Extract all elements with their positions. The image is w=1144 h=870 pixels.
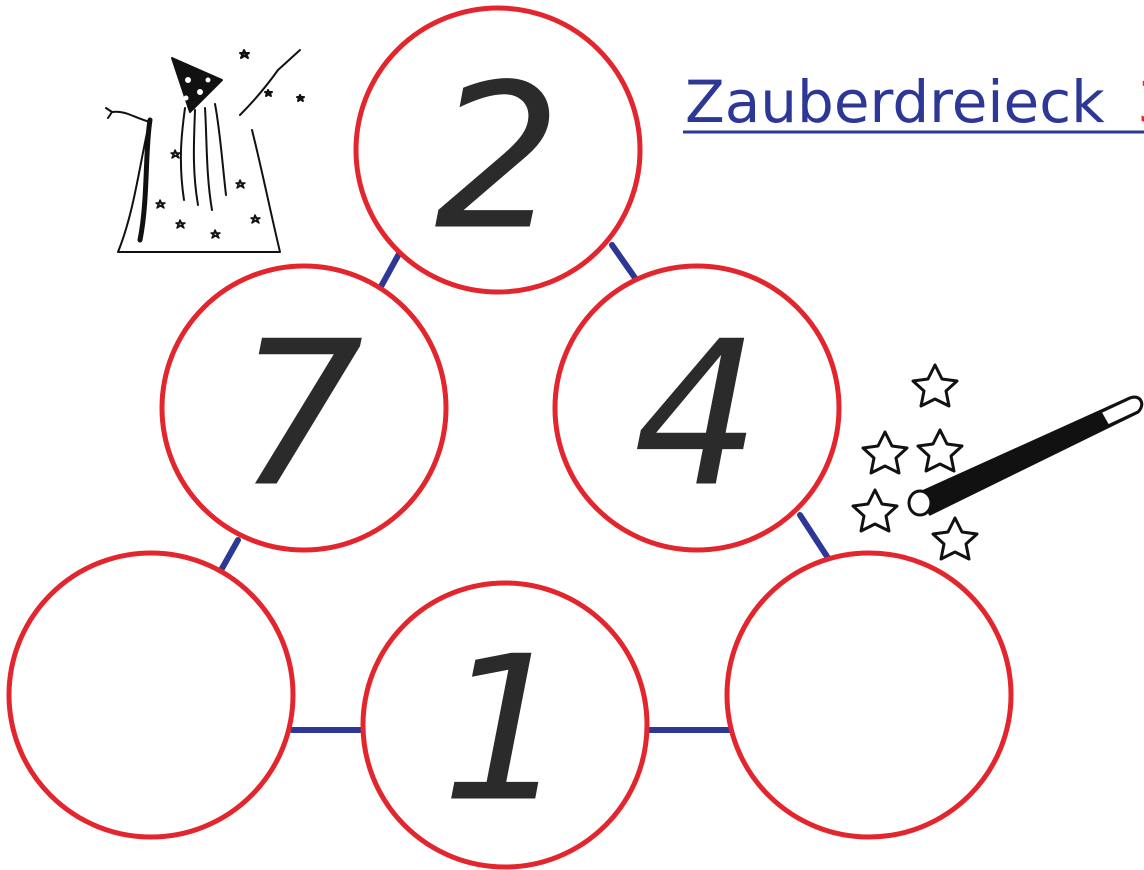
digit-bottom-middle: 1 — [441, 614, 568, 847]
circle-upper-right[interactable] — [552, 263, 842, 553]
magic-wand-icon — [851, 363, 1144, 561]
digit-upper-left: 7 — [236, 299, 363, 532]
circle-bottom-middle[interactable] — [360, 580, 650, 870]
page-title: Zauberdreieck 3 — [683, 68, 1144, 136]
circle-top[interactable] — [353, 5, 643, 295]
title-text: Zauberdreieck — [685, 68, 1105, 136]
circle-bottom-left[interactable] — [6, 550, 296, 840]
digit-upper-right: 4 — [633, 299, 760, 532]
circle-bottom-right[interactable] — [724, 550, 1014, 840]
digit-top: 2 — [434, 42, 561, 275]
connector-left — [217, 537, 241, 575]
wizard-icon — [105, 49, 305, 253]
svg-text:Zauberdreieck 3: Zauberdreieck 3 — [685, 68, 1144, 136]
connector-right — [797, 512, 831, 561]
connector-top-left — [375, 249, 403, 295]
title-number: 3 — [1137, 68, 1144, 136]
circle-upper-left[interactable] — [159, 263, 449, 553]
connector-lines — [217, 242, 831, 733]
